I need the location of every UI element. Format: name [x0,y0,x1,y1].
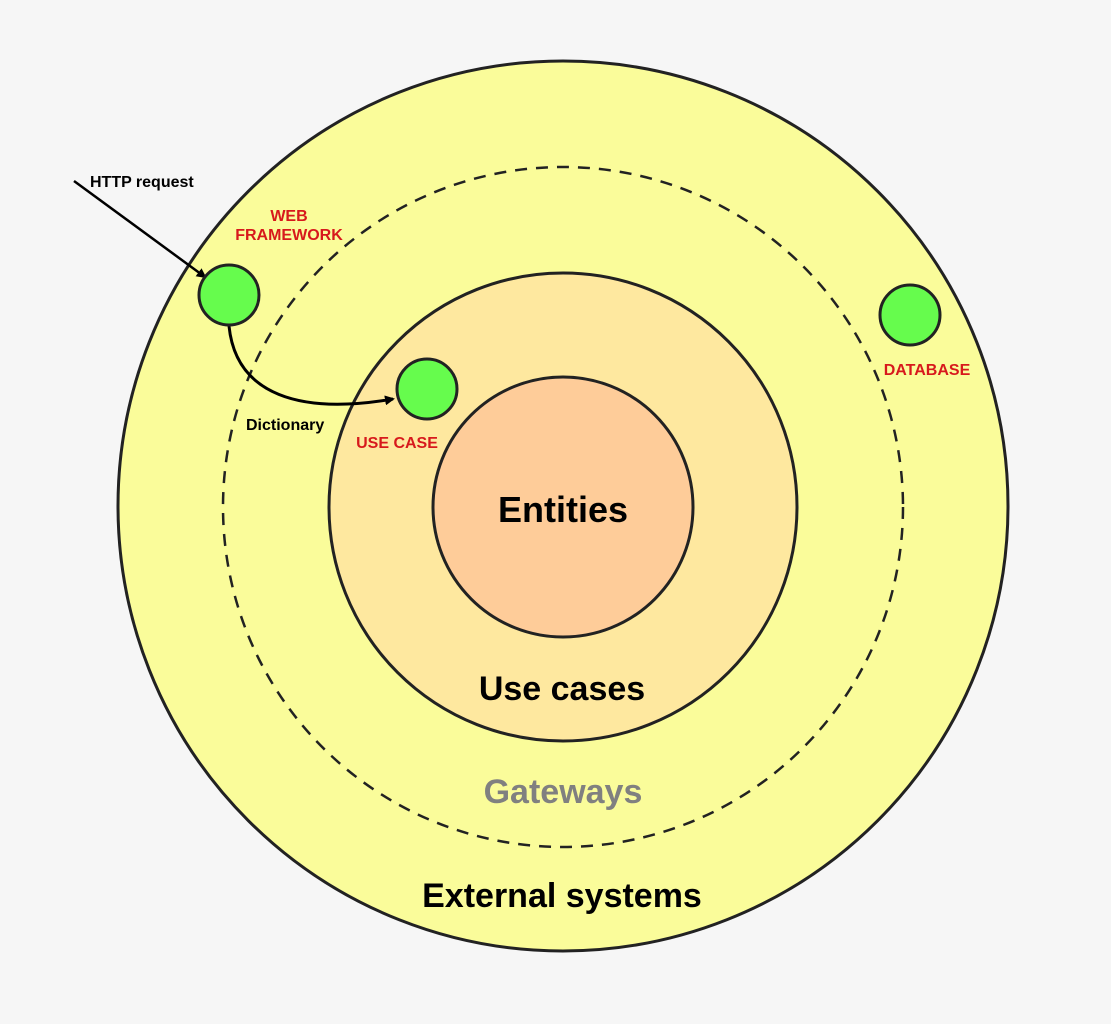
web-framework-label-line1: WEB [270,208,307,225]
web-framework-label-line2: FRAMEWORK [235,227,343,244]
http-request-arrow [73,179,207,279]
use-case-node[interactable] [395,357,459,421]
dictionary-arrow [227,325,395,406]
right-edge-strip [1111,0,1114,1024]
external-systems-label: External systems [422,877,702,915]
http-request-label: HTTP request [90,174,194,191]
entities-circle [431,375,695,639]
web-framework-node[interactable] [197,263,261,327]
entities-label: Entities [498,489,628,530]
use-case-label: USE CASE [356,435,438,452]
gateways-boundary [221,165,905,849]
use-cases-label: Use cases [479,670,645,708]
gateways-label: Gateways [484,773,643,811]
database-node[interactable] [878,283,942,347]
database-label: DATABASE [884,362,971,379]
dictionary-label: Dictionary [246,417,324,434]
